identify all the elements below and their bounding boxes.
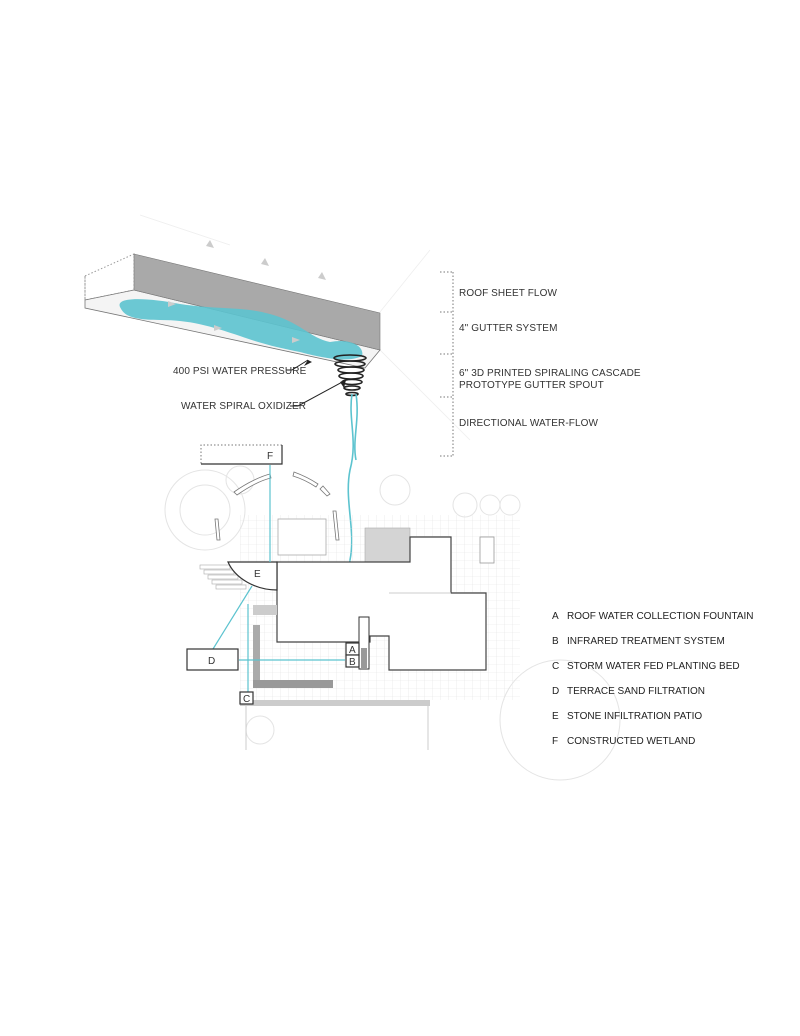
arrow-icon xyxy=(340,380,346,388)
legend-label-b: INFRARED TREATMENT SYSTEM xyxy=(567,636,725,647)
gutter-section: 400 PSI WATER PRESSURE WATER SPIRAL OXID… xyxy=(84,240,381,641)
tag-a: A xyxy=(349,645,356,656)
gutter-wall xyxy=(133,253,381,351)
connection-lines xyxy=(212,465,345,692)
arrow-icon xyxy=(214,325,222,331)
site-plan: E F D A B C xyxy=(164,444,621,781)
legend-label-d: TERRACE SAND FILTRATION xyxy=(567,686,705,697)
legend-directional-flow: DIRECTIONAL WATER-FLOW xyxy=(459,418,599,429)
legend-letter-c: C xyxy=(552,661,559,672)
legend-roof-sheet-flow: ROOF SHEET FLOW xyxy=(459,288,557,299)
oxidizer-label: WATER SPIRAL OXIDIZER xyxy=(181,401,306,412)
wetland-arc xyxy=(214,471,340,541)
oxidizer-leader xyxy=(290,379,347,407)
landscape-circles xyxy=(164,465,621,781)
plan-legend: A ROOF WATER COLLECTION FOUNTAIN B INFRA… xyxy=(552,611,753,747)
tag-d: D xyxy=(208,656,215,667)
tag-b: B xyxy=(349,657,356,668)
roof-dotted-box xyxy=(84,253,135,301)
legend-label-e: STONE INFILTRATION PATIO xyxy=(567,711,702,722)
tag-f: F xyxy=(267,451,273,462)
legend-gutter-system: 4" GUTTER SYSTEM xyxy=(459,323,558,334)
water-flow xyxy=(119,299,363,360)
arrow-icon xyxy=(206,240,214,248)
tag-c: C xyxy=(243,694,250,705)
legend-letter-f: F xyxy=(552,736,558,747)
section-legend: ROOF SHEET FLOW 4" GUTTER SYSTEM 6" 3D P… xyxy=(440,271,641,457)
direction-arrows xyxy=(168,240,326,343)
arrow-icon xyxy=(304,360,312,366)
arrow-icon xyxy=(292,337,300,343)
patio-e xyxy=(227,561,278,591)
legend-letter-a: A xyxy=(552,611,559,622)
pressure-label: 400 PSI WATER PRESSURE xyxy=(173,366,307,377)
spiral-spout xyxy=(333,354,367,397)
legend-letter-d: D xyxy=(552,686,559,697)
pressure-leader xyxy=(286,359,309,371)
tag-f-box: F xyxy=(200,444,283,465)
legend-letter-e: E xyxy=(552,711,559,722)
building-outline xyxy=(276,536,487,671)
legend-spout-line2: PROTOTYPE GUTTER SPOUT xyxy=(459,380,604,391)
legend-label-a: ROOF WATER COLLECTION FOUNTAIN xyxy=(567,611,753,622)
legend-label-f: CONSTRUCTED WETLAND xyxy=(567,736,695,747)
arrow-icon xyxy=(261,258,269,266)
arrow-icon xyxy=(168,301,176,307)
construction-lines xyxy=(139,214,471,441)
tag-e: E xyxy=(254,569,261,580)
legend-letter-b: B xyxy=(552,636,559,647)
legend-label-c: STORM WATER FED PLANTING BED xyxy=(567,661,740,672)
legend-spout-line1: 6" 3D PRINTED SPIRALING CASCADE xyxy=(459,368,641,379)
arrow-icon xyxy=(318,272,326,280)
